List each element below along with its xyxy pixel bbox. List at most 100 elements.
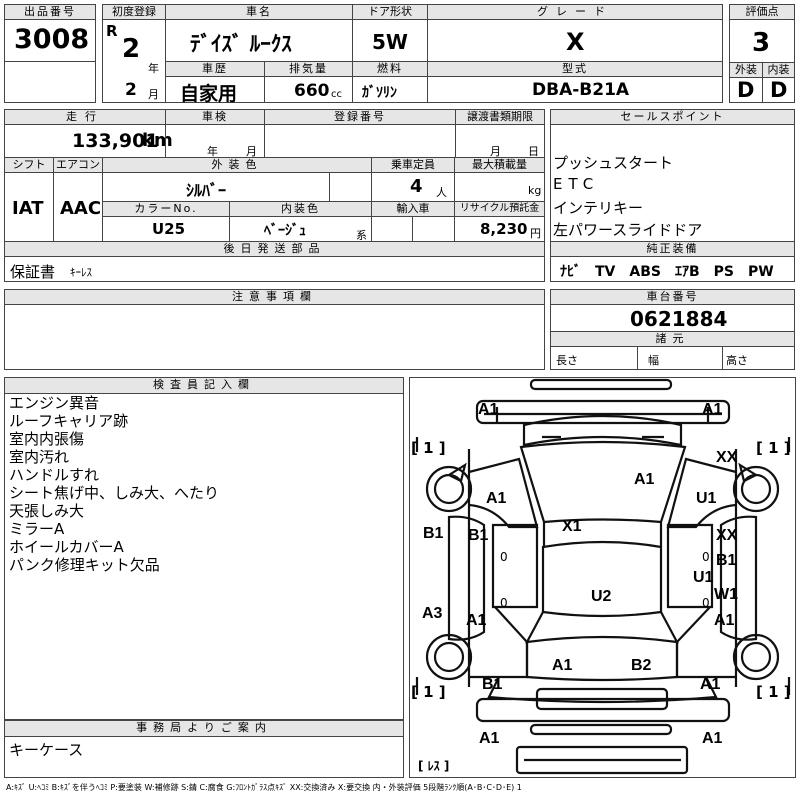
zero-mark: 0 [500, 596, 508, 610]
damage-mark: A1 [552, 657, 573, 674]
sales-points-label: セールスポイント [550, 109, 795, 125]
damage-mark: A1 [700, 676, 721, 693]
damage-mark: XX [716, 527, 738, 544]
lot-number: 3008 [14, 24, 90, 55]
later-parts-label: 後日発送部品 [4, 241, 545, 257]
exterior-grade-label: 外装 [729, 62, 763, 78]
inspector-note: エンジン異音 [9, 394, 100, 412]
damage-mark: A1 [466, 612, 487, 629]
bracket-mark: [ 1 ] [411, 439, 446, 457]
car-body-diagram [415, 378, 791, 775]
zero-mark: 0 [702, 550, 710, 564]
history: 自家用 [180, 83, 238, 105]
fuel-label: 燃料 [352, 61, 428, 77]
later-parts-text: 保証書 [10, 263, 56, 281]
legend-text: A:ｷｽﾞ U:ﾍｺﾐ B:ｷｽﾞを伴うﾍｺﾐ P:要塗装 W:補修跡 S:錆 … [6, 783, 522, 792]
equipment-label: 純正装備 [550, 241, 795, 257]
bracket-mark: [ 1 ] [756, 683, 791, 701]
chassis-number: 0621884 [630, 307, 728, 331]
exterior-color: ｼﾙﾊﾞｰ [186, 181, 227, 200]
damage-mark: X1 [562, 518, 582, 535]
lot-number-label: 出品番号 [4, 4, 96, 20]
exterior-color-extra-cell [329, 172, 372, 202]
office-notice-text: キーケース [9, 741, 84, 759]
spec-width-label: 幅 [648, 354, 659, 367]
spec-length-label: 長さ [556, 354, 578, 367]
sales-point-1: プッシュスタート [553, 154, 674, 172]
capacity-unit: 人 [436, 186, 447, 199]
inspector-note: 室内汚れ [9, 448, 70, 466]
inspection-label: 車検 [165, 109, 265, 125]
import-cell-b [412, 216, 455, 242]
capacity-label: 乗車定員 [371, 157, 455, 173]
car-name-label: 車名 [165, 4, 353, 20]
import-label: 輸入車 [371, 201, 455, 217]
damage-mark: B1 [482, 676, 503, 693]
damage-mark: W1 [714, 586, 738, 603]
damage-mark: XX [716, 449, 738, 466]
lot-blank-cell [4, 61, 96, 103]
shift: IAT [12, 198, 44, 219]
transfer-month-unit: 月 [490, 145, 501, 158]
damage-mark: U1 [693, 569, 714, 586]
aircon-label: エアコン [53, 157, 103, 173]
model-code-cell [427, 76, 723, 103]
zero-mark: 0 [702, 596, 710, 610]
damage-mark: A1 [702, 401, 723, 418]
recycle-fee-unit: 円 [530, 227, 541, 240]
recycle-fee-label: リサイクル預託金 [454, 201, 545, 217]
door-type-label: ドア形状 [352, 4, 428, 20]
capacity: 4 [410, 176, 423, 197]
damage-mark: A1 [634, 471, 655, 488]
inspector-note: シート焦げ中、しみ大、へたり [9, 484, 220, 502]
registration-number-label: 登録番号 [264, 109, 456, 125]
zero-mark: 0 [500, 550, 508, 564]
bracket-mark: [ 1 ] [411, 683, 446, 701]
interior-grade-label: 内装 [762, 62, 795, 78]
displacement-unit: cc [331, 89, 342, 100]
inspector-note: ホイールカバーA [9, 538, 124, 556]
score: 3 [752, 28, 771, 58]
equipment: ﾅﾋﾞ TV ABS ｴｱB PS PW [560, 264, 774, 280]
displacement-label: 排気量 [264, 61, 353, 77]
transfer-deadline-label: 譲渡書類期限 [455, 109, 545, 125]
interior-grade: D [770, 78, 788, 102]
registration-month: 2 [125, 80, 137, 100]
sales-point-4: 左パワースライドドア [553, 221, 703, 239]
sales-point-2: ETC [553, 175, 600, 193]
inspector-notes-cell [4, 393, 404, 720]
bracket-mark: [ 1 ] [756, 439, 791, 457]
damage-mark: A1 [714, 612, 735, 629]
damage-mark: B1 [716, 552, 737, 569]
equipment-cell [550, 256, 795, 282]
year-unit: 年 [148, 62, 159, 75]
damage-diagram-frame [409, 377, 796, 778]
office-notice-label: 事務局よりご案内 [4, 720, 404, 737]
era-mark: R [106, 22, 118, 40]
mileage: 133,901 [72, 130, 159, 152]
score-label: 評価点 [729, 4, 795, 20]
damage-mark: A1 [486, 490, 507, 507]
color-number: U25 [152, 220, 186, 238]
interior-color-label: 内装色 [229, 201, 372, 217]
transfer-day-unit: 日 [528, 145, 539, 158]
sales-point-3: インテリキー [553, 199, 644, 217]
interior-grade-cell [762, 77, 795, 103]
aircon: AAC [60, 198, 102, 219]
damage-mark: A3 [422, 605, 443, 622]
grade-label: グレード [427, 4, 723, 20]
inspector-notes-list: エンジン異音 ルーフキャリア跡 室内内張傷 室内汚れ ハンドルすれ シート焦げ中… [9, 394, 219, 574]
door-type: 5W [372, 30, 408, 54]
mileage-label: 走行 [4, 109, 166, 125]
shift-label: シフト [4, 157, 54, 173]
color-number-label: カラーNo. [102, 201, 230, 217]
first-registration-label: 初度登録 [102, 4, 166, 20]
inspector-note: 天張しみ大 [9, 502, 85, 520]
damage-mark: A1 [702, 730, 723, 747]
specs-label: 諸元 [550, 331, 795, 347]
damage-mark: B2 [631, 657, 652, 674]
inspector-note: パンク修理キット欠品 [9, 556, 160, 574]
damage-mark: A1 [478, 401, 499, 418]
inspector-note: ハンドルすれ [9, 466, 100, 484]
exterior-color-label: 外装色 [102, 157, 372, 173]
